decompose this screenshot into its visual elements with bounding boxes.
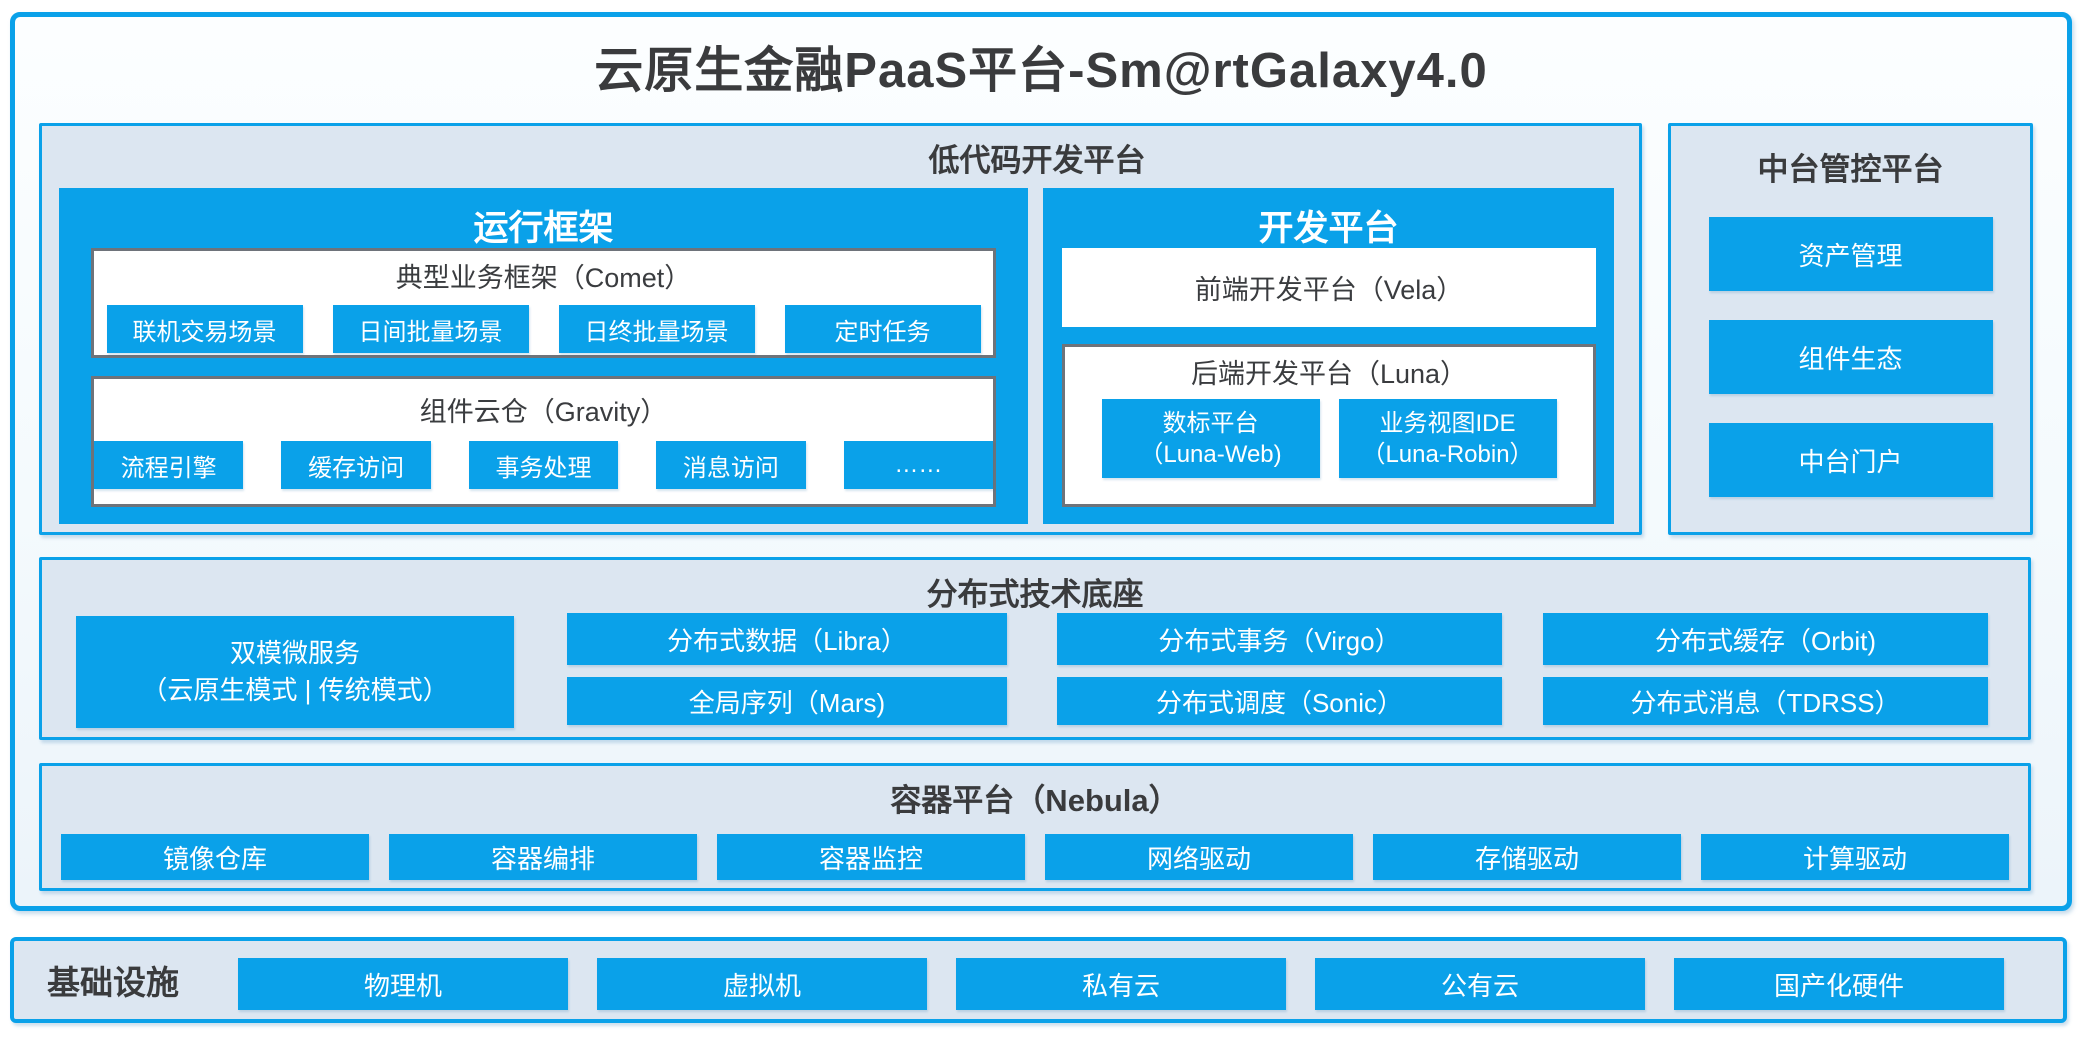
distributed-message-tdrss-box: 分布式消息（TDRSS）: [1543, 677, 1988, 725]
luna-chip-robin: 业务视图IDE （Luna-Robin）: [1338, 399, 1557, 478]
container-platform-items: 镜像仓库 容器编排 容器监控 网络驱动 存储驱动 计算驱动: [42, 834, 2028, 880]
infra-item-virtual-machine: 虚拟机: [597, 958, 927, 1010]
distributed-data-libra-box: 分布式数据（Libra）: [567, 613, 1007, 665]
page-title: 云原生金融PaaS平台-Sm@rtGalaxy4.0: [594, 44, 1488, 98]
midplatform-item-asset-management: 资产管理: [1708, 217, 1993, 291]
lowcode-platform-label: 低代码开发平台: [928, 143, 1146, 178]
dual-mode-line1: 双模微服务: [229, 638, 360, 668]
infra-item-public-cloud: 公有云: [1315, 958, 1645, 1010]
vela-frontend-box: 前端开发平台（Vela）: [1062, 248, 1596, 327]
container-item-image-registry: 镜像仓库: [61, 834, 369, 880]
distributed-transaction-virgo-box: 分布式事务（Virgo）: [1057, 613, 1502, 665]
comet-business-framework-box: 典型业务框架（Comet） 联机交易场景 日间批量场景 日终批量场景 定时任务: [91, 248, 996, 358]
infrastructure-items: 物理机 虚拟机 私有云 公有云 国产化硬件: [238, 958, 2004, 1010]
gravity-chip-row: 流程引擎 缓存访问 事务处理 消息访问 ……: [93, 441, 994, 489]
gravity-chip-message-access: 消息访问: [656, 441, 806, 489]
midplatform-items: 资产管理 组件生态 中台门户: [1671, 217, 2030, 497]
luna-robin-line2: （Luna-Robin）: [1361, 440, 1534, 468]
midplatform-item-portal: 中台门户: [1708, 423, 1993, 497]
distributed-scheduling-sonic-box: 分布式调度（Sonic）: [1057, 677, 1502, 725]
global-sequence-mars-box: 全局序列（Mars): [567, 677, 1007, 725]
luna-chip-row: 数标平台 （Luna-Web) 业务视图IDE （Luna-Robin）: [1065, 399, 1593, 478]
comet-chip-row: 联机交易场景 日间批量场景 日终批量场景 定时任务: [94, 305, 993, 353]
container-item-monitoring: 容器监控: [717, 834, 1025, 880]
gravity-chip-cache-access: 缓存访问: [281, 441, 431, 489]
infra-item-private-cloud: 私有云: [956, 958, 1286, 1010]
gravity-chip-process-engine: 流程引擎: [93, 441, 244, 489]
container-item-storage-driver: 存储驱动: [1373, 834, 1681, 880]
luna-box-label: 后端开发平台（Luna）: [1190, 359, 1468, 389]
luna-web-line2: （Luna-Web): [1139, 440, 1282, 468]
gravity-chip-transaction: 事务处理: [468, 441, 619, 489]
luna-web-line1: 数标平台: [1162, 409, 1259, 437]
dual-mode-microservice-box: 双模微服务 （云原生模式 | 传统模式）: [76, 616, 514, 728]
distributed-base-panel: 分布式技术底座 双模微服务 （云原生模式 | 传统模式） 分布式数据（Libra…: [39, 557, 2031, 740]
luna-robin-line1: 业务视图IDE: [1379, 409, 1516, 437]
runtime-framework-label: 运行框架: [473, 209, 614, 248]
container-item-orchestration: 容器编排: [389, 834, 697, 880]
comet-chip-scheduled-task: 定时任务: [784, 305, 981, 353]
midplatform-label: 中台管控平台: [1757, 152, 1944, 187]
midplatform-control-panel: 中台管控平台 资产管理 组件生态 中台门户: [1668, 123, 2033, 535]
container-platform-label: 容器平台（Nebula）: [890, 783, 1180, 818]
infrastructure-label: 基础设施: [47, 964, 179, 1001]
distributed-base-label: 分布式技术底座: [926, 577, 1144, 612]
runtime-framework-panel: 运行框架 典型业务框架（Comet） 联机交易场景 日间批量场景 日终批量场景 …: [59, 188, 1028, 524]
comet-box-label: 典型业务框架（Comet）: [395, 263, 692, 293]
distributed-cache-orbit-box: 分布式缓存（Orbit): [1543, 613, 1988, 665]
dual-mode-line2: （云原生模式 | 传统模式）: [141, 675, 449, 705]
comet-chip-daytime-batch: 日间批量场景: [332, 305, 529, 353]
gravity-component-warehouse-box: 组件云仓（Gravity） 流程引擎 缓存访问 事务处理 消息访问 ……: [91, 376, 996, 507]
luna-chip-web: 数标平台 （Luna-Web): [1101, 399, 1320, 478]
midplatform-item-component-ecosystem: 组件生态: [1708, 320, 1993, 394]
infrastructure-panel: 基础设施 物理机 虚拟机 私有云 公有云 国产化硬件: [10, 937, 2067, 1023]
gravity-chip-ellipsis: ……: [843, 441, 994, 489]
dev-platform-label: 开发平台: [1258, 209, 1399, 248]
gravity-box-label: 组件云仓（Gravity）: [419, 397, 668, 427]
comet-chip-online-trading: 联机交易场景: [106, 305, 303, 353]
infra-item-physical-machine: 物理机: [238, 958, 568, 1010]
main-frame: 云原生金融PaaS平台-Sm@rtGalaxy4.0 低代码开发平台 运行框架 …: [10, 12, 2072, 911]
lowcode-platform-panel: 低代码开发平台 运行框架 典型业务框架（Comet） 联机交易场景 日间批量场景…: [39, 123, 1642, 535]
infra-item-domestic-hardware: 国产化硬件: [1674, 958, 2004, 1010]
container-platform-panel: 容器平台（Nebula） 镜像仓库 容器编排 容器监控 网络驱动 存储驱动 计算…: [39, 763, 2031, 891]
luna-backend-box: 后端开发平台（Luna） 数标平台 （Luna-Web) 业务视图IDE （Lu…: [1062, 344, 1596, 507]
container-item-network-driver: 网络驱动: [1045, 834, 1353, 880]
vela-box-label: 前端开发平台（Vela）: [1194, 275, 1464, 305]
container-item-compute-driver: 计算驱动: [1701, 834, 2009, 880]
comet-chip-eod-batch: 日终批量场景: [558, 305, 755, 353]
dev-platform-panel: 开发平台 前端开发平台（Vela） 后端开发平台（Luna） 数标平台 （Lun…: [1043, 188, 1614, 524]
